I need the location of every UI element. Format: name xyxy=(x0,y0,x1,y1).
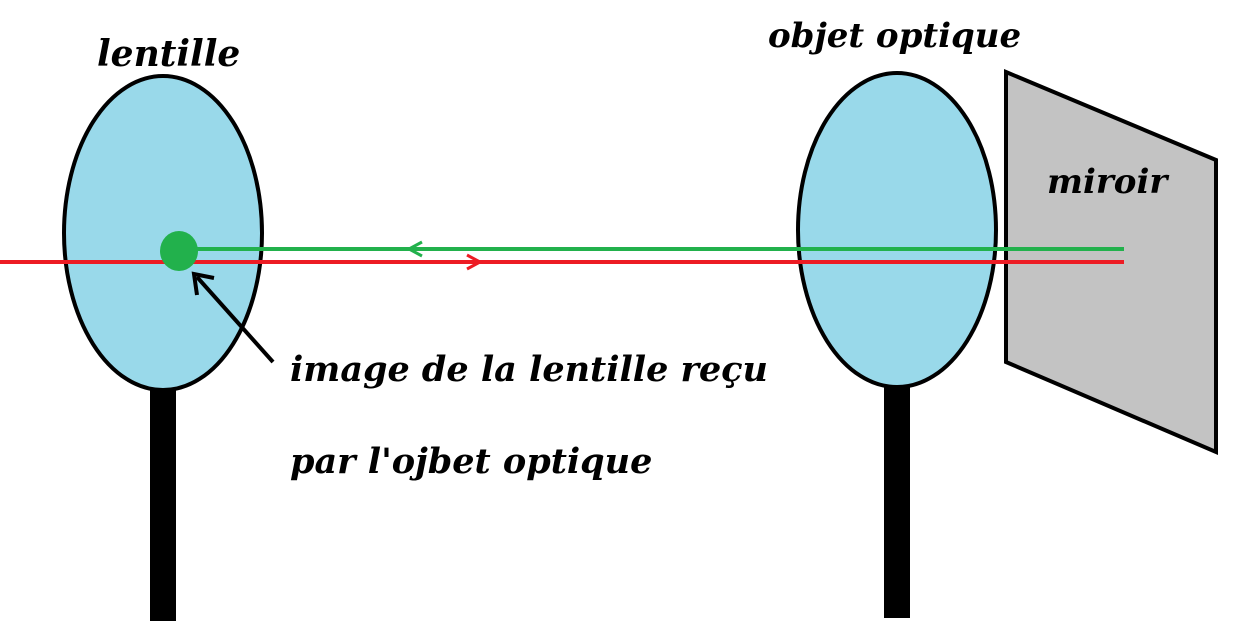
image-pointer-arrow xyxy=(195,275,275,364)
lens-stand xyxy=(150,388,176,621)
image-pointer-arrowhead xyxy=(191,271,215,296)
reflected-ray-arrowhead xyxy=(405,240,423,258)
image-caption-line-1: image de la lentille reçu xyxy=(290,349,768,390)
incident-ray-arrowhead xyxy=(466,253,484,271)
image-caption-line-2: par l'ojbet optique xyxy=(290,441,652,482)
optical-object-label: objet optique xyxy=(768,16,1021,56)
lens-image-dot xyxy=(160,231,198,271)
lens-label: lentille xyxy=(97,33,240,75)
optical-object-lens xyxy=(796,71,998,389)
mirror-label: miroir xyxy=(1047,162,1169,202)
optical-object-stand xyxy=(884,385,910,618)
lens xyxy=(62,74,264,392)
